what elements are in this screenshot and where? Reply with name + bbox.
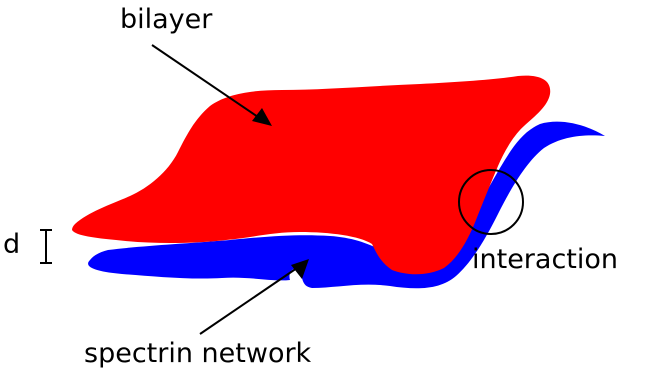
distance-label: d xyxy=(3,229,20,260)
interaction-label: interaction xyxy=(472,244,618,275)
distance-marker xyxy=(40,230,52,263)
bilayer-label: bilayer xyxy=(120,4,213,35)
spectrin-network-label: spectrin network xyxy=(84,338,312,369)
